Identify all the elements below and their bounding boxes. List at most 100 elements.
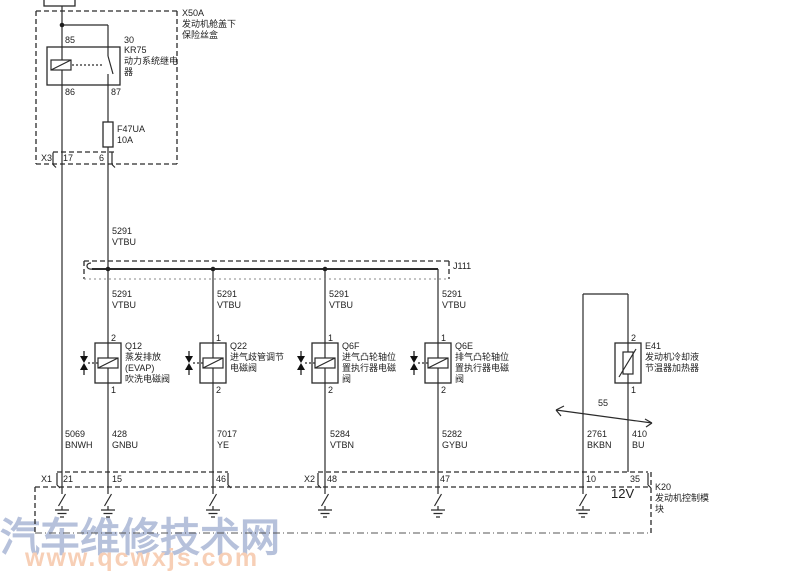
ground-icon: [317, 486, 333, 518]
junction-dot: [105, 266, 111, 272]
fuse-symbol: [102, 121, 114, 148]
component-id: E41: [645, 341, 662, 351]
component-pin: 1: [441, 333, 447, 343]
fuse-id: F47UA: [117, 124, 146, 134]
ecm-pin: 47: [440, 474, 451, 484]
wire-circuit: 2761: [587, 429, 608, 439]
connector-x3-id: X3: [41, 153, 53, 163]
component-label: 置执行器电磁: [455, 363, 510, 373]
wire-circuit: 5291: [442, 289, 463, 299]
wire-color: VTBN: [330, 440, 355, 450]
wire-circuit: 410: [632, 429, 648, 439]
component-pin: 2: [111, 333, 117, 343]
relay-label: 器: [124, 67, 134, 77]
component-label: 发动机冷却液: [645, 352, 700, 362]
component-label: 进气凸轮轴位: [342, 352, 397, 362]
wire-circuit: 428: [112, 429, 128, 439]
connector-bracket: [52, 151, 57, 169]
relay-label: 动力系统继电: [124, 56, 179, 66]
harness-marker-label: 55: [598, 398, 609, 408]
watermark-site-url: www.qcwxjs.com: [25, 544, 260, 572]
connector-bracket: [56, 472, 61, 489]
wire-color: VTBU: [442, 300, 467, 310]
component-id: Q12: [125, 341, 143, 351]
splice-id: J111: [453, 261, 472, 271]
wire-circuit: 5291: [112, 226, 133, 236]
ecm-outline: [34, 471, 652, 534]
connector-x2-id: X2: [304, 474, 316, 484]
component-pin: 2: [328, 385, 334, 395]
ecm-label: 块: [655, 504, 665, 514]
wire-color: GYBU: [442, 440, 468, 450]
wire-circuit: 5069: [65, 429, 86, 439]
fuse-rating: 10A: [117, 135, 134, 145]
wire-color: VTBU: [112, 300, 137, 310]
solenoid-outlines: [94, 342, 452, 384]
wire-color: BU: [632, 440, 645, 450]
watermark-site-name: 汽车维修技术网: [0, 516, 280, 560]
wire-circuit: 5291: [217, 289, 238, 299]
relay-pin-85: 85: [65, 35, 76, 45]
wire-circuit: 5284: [330, 429, 351, 439]
wire-circuit: 5291: [329, 289, 350, 299]
relay-outline: [46, 46, 121, 86]
wire-color: BNWH: [65, 440, 93, 450]
valve-icon: [184, 350, 194, 376]
wire-color: YE: [217, 440, 230, 450]
fusebox-id: X50A: [182, 8, 205, 18]
heater-outline: [614, 342, 642, 384]
ground-icon: [430, 486, 446, 518]
ecm-label: 发动机控制模: [655, 493, 710, 503]
connector-bracket: [227, 472, 232, 489]
power-feed-box: [43, 0, 76, 7]
junction-dot: [210, 266, 216, 272]
component-label: 蒸发排放: [125, 352, 162, 362]
component-label: 置执行器电磁: [342, 363, 397, 373]
ecm-pin: 35: [630, 474, 641, 484]
fusebox-label: 保险丝盒: [182, 30, 219, 40]
component-pin: 2: [631, 333, 637, 343]
junction-dot: [59, 22, 65, 28]
component-label: (EVAP): [125, 363, 155, 373]
wire-circuit: 7017: [217, 429, 238, 439]
component-pin: 2: [216, 385, 222, 395]
component-pin: 2: [441, 385, 447, 395]
solenoid-coil-symbol: [314, 357, 336, 369]
ground-icon: [54, 486, 70, 518]
wire-circuit: 5291: [112, 289, 133, 299]
component-label: 节温器加热器: [645, 363, 700, 373]
heater-element-slash: [618, 348, 637, 378]
relay-coil-symbol: [50, 59, 72, 71]
component-pin: 1: [216, 333, 222, 343]
component-label: 阀: [342, 374, 352, 384]
component-pin: 1: [111, 385, 117, 395]
fuse-box-outline: [35, 10, 178, 165]
connector-bracket: [317, 472, 322, 489]
component-label: 电磁阀: [230, 363, 258, 373]
component-pin: 1: [631, 385, 637, 395]
ground-icon: [205, 486, 221, 518]
ecm-id: K20: [655, 482, 672, 492]
component-pin: 1: [328, 333, 334, 343]
component-label: 阀: [455, 374, 465, 384]
wire-color: GNBU: [112, 440, 139, 450]
ecm-pin: 15: [112, 474, 123, 484]
valve-icon: [409, 350, 419, 376]
connector-x1-id: X1: [41, 474, 53, 484]
wires: [61, 6, 629, 487]
wire-circuit: 5282: [442, 429, 463, 439]
solenoid-coil-symbol: [97, 357, 119, 369]
wire-color: BKBN: [587, 440, 612, 450]
ecm-pin: 46: [216, 474, 227, 484]
ecm-supply-label: 12V: [611, 486, 635, 501]
ecm-pin: 10: [586, 474, 597, 484]
ground-icon: [100, 486, 116, 518]
fusebox-label: 发动机舱盖下: [182, 19, 237, 29]
ground-icon: [575, 486, 591, 518]
ecm-pin: 48: [327, 474, 338, 484]
relay-pin-86: 86: [65, 87, 76, 97]
solenoid-coil-symbol: [427, 357, 449, 369]
wire-color: VTBU: [217, 300, 242, 310]
